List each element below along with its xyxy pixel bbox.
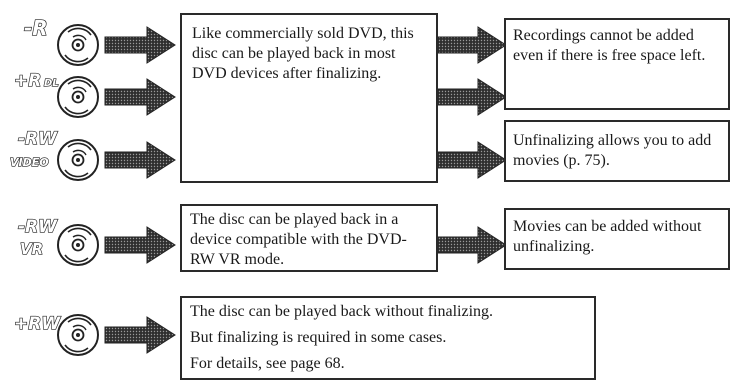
box-cannot-add: Recordings cannot be added even if there… bbox=[504, 18, 730, 110]
disc-dvd-rw-video-sublabel: VIDEO bbox=[10, 156, 49, 169]
box-plus-rw-line-1: The disc can be played back without fina… bbox=[190, 303, 494, 320]
disc-dvd-plus-r-dl-icon: +R DL bbox=[13, 70, 99, 118]
disc-dvd-plus-rw-icon: +RW bbox=[13, 313, 99, 356]
box-cannot-add-text: Recordings cannot be added even if there… bbox=[513, 27, 706, 64]
disc-dvd-rw-video-label: -RW bbox=[18, 129, 58, 149]
box-vr-add: Movies can be added without unfinalizing… bbox=[504, 208, 730, 270]
disc-dvd-rw-vr-sublabel: VR bbox=[20, 240, 43, 258]
disc-dvd-plus-r-dl-sublabel: DL bbox=[44, 78, 59, 89]
disc-dvd-rw-vr-label: -RW bbox=[18, 217, 58, 237]
box-plus-rw-details: The disc can be played back without fina… bbox=[180, 296, 596, 380]
arrow-dvd-plus-r-dl bbox=[104, 78, 176, 116]
arrow-commercial-to-unfinalizing bbox=[437, 141, 507, 179]
arrow-dvd-rw-vr bbox=[104, 226, 176, 264]
arrow-dvd-r bbox=[104, 26, 176, 64]
arrow-vr-playback-to-vr-add bbox=[437, 226, 507, 264]
disc-dvd-plus-r-dl-label: +R bbox=[14, 71, 41, 91]
disc-dvd-rw-vr-icon: -RW VR bbox=[17, 216, 99, 266]
box-unfinalizing-text: Unfinalizing allows you to add movies (p… bbox=[513, 132, 712, 169]
arrow-commercial-to-cannot-add-2 bbox=[437, 78, 507, 116]
box-plus-rw-line-3: For details, see page 68. bbox=[190, 355, 345, 372]
arrow-dvd-plus-rw bbox=[104, 316, 176, 354]
disc-dvd-rw-video-icon: -RW VIDEO bbox=[9, 128, 99, 181]
box-vr-add-text: Movies can be added without unfinalizing… bbox=[513, 218, 702, 255]
box-plus-rw-line-2: But finalizing is required in some cases… bbox=[190, 329, 447, 346]
disc-dvd-plus-rw-label: +RW bbox=[14, 314, 61, 334]
box-vr-playback-text: The disc can be played back in a device … bbox=[190, 211, 407, 268]
box-commercial-playback-text: Like commercially sold DVD, this disc ca… bbox=[192, 25, 414, 82]
box-commercial-playback: Like commercially sold DVD, this disc ca… bbox=[180, 13, 438, 183]
arrow-commercial-to-cannot-add bbox=[437, 26, 507, 64]
disc-dvd-r-label: -R bbox=[24, 16, 48, 40]
box-vr-playback: The disc can be played back in a device … bbox=[180, 204, 438, 272]
disc-dvd-r-icon: -R bbox=[23, 15, 99, 66]
arrow-dvd-rw-video bbox=[104, 141, 176, 179]
box-unfinalizing: Unfinalizing allows you to add movies (p… bbox=[504, 120, 730, 182]
